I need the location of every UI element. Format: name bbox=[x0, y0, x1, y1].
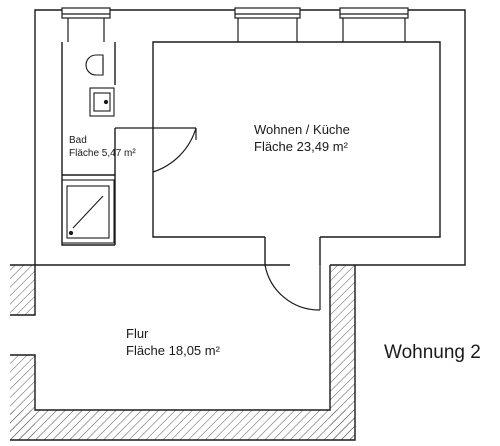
outer-walls bbox=[34, 9, 466, 266]
shower-icon bbox=[61, 179, 115, 244]
hall-area-label: Fläche 18,05 m² bbox=[126, 343, 221, 358]
bath-name-label: Bad bbox=[69, 135, 87, 146]
bath-fixtures bbox=[61, 54, 115, 244]
bath-area-label: Fläche 5,47 m² bbox=[69, 148, 136, 159]
living-name-label: Wohnen / Küche bbox=[254, 122, 350, 137]
hall-walls bbox=[10, 264, 356, 441]
living-door bbox=[264, 264, 321, 311]
toilet-icon bbox=[85, 54, 104, 76]
hall-name-label: Flur bbox=[126, 326, 149, 341]
windows bbox=[61, 7, 409, 42]
exterior-wall-hatching bbox=[10, 265, 355, 440]
bath-door bbox=[115, 127, 197, 173]
living-area-label: Fläche 23,49 m² bbox=[254, 139, 349, 154]
sink-icon bbox=[89, 87, 115, 117]
apartment-title: Wohnung 2 bbox=[384, 342, 481, 363]
inner-walls bbox=[61, 41, 441, 265]
